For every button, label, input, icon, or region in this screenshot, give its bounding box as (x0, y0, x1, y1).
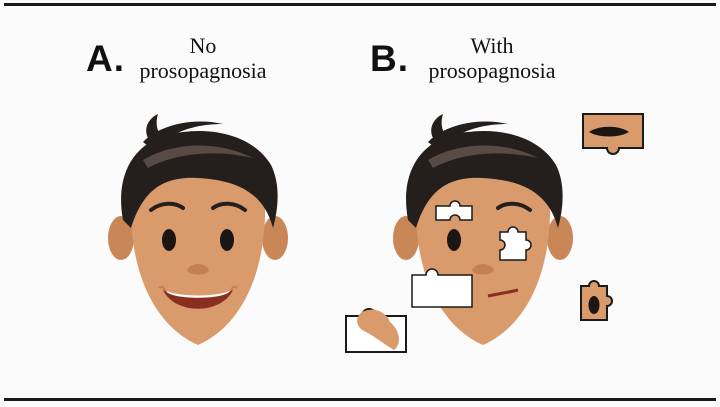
face-normal-illustration (108, 114, 288, 345)
bottom-border-line (4, 398, 716, 401)
missing-piece-right-eye (499, 226, 532, 261)
face-fragmented-illustration (393, 114, 573, 345)
nose (187, 264, 209, 275)
right-ear (547, 216, 573, 260)
teeth (166, 291, 230, 298)
left-ear (393, 216, 419, 260)
panel-a-caption: No prosopagnosia (128, 33, 278, 83)
panel-b-caption-line1: With (470, 33, 514, 58)
eyebrow-shape (589, 126, 629, 137)
mouth-fragment-shape (357, 309, 399, 350)
floating-piece-mouth (345, 308, 407, 353)
left-eye (162, 229, 176, 251)
face-skin (415, 177, 551, 345)
hair-highlight (428, 145, 538, 168)
right-dimple (230, 285, 238, 291)
hair-highlight (143, 145, 253, 168)
left-dimple (158, 285, 166, 291)
top-border-line (4, 3, 716, 6)
missing-piece-mouth (411, 268, 473, 308)
right-ear (262, 216, 288, 260)
floating-piece-eye (580, 280, 613, 321)
left-ear (108, 216, 134, 260)
mouth-fragment (487, 288, 519, 298)
left-eyebrow (149, 201, 185, 212)
right-eyebrow (211, 201, 247, 212)
left-eye (447, 229, 461, 251)
panel-a-letter: A. (86, 38, 125, 79)
floating-piece-eyebrow (582, 113, 644, 155)
panel-b-caption: With prosopagnosia (412, 33, 572, 83)
hair-spike (431, 114, 448, 138)
right-eye (220, 229, 234, 251)
panel-a-caption-line1: No (189, 33, 217, 58)
right-eyebrow (496, 201, 532, 212)
panel-a-caption-line2: prosopagnosia (139, 58, 267, 83)
eye-shape (588, 296, 600, 314)
nose (472, 264, 494, 275)
face-skin (130, 177, 266, 345)
hair-spike (146, 114, 163, 138)
missing-piece-eyebrow (435, 200, 473, 221)
panel-b-letter: B. (370, 38, 409, 79)
panel-b-caption-line2: prosopagnosia (428, 58, 556, 83)
